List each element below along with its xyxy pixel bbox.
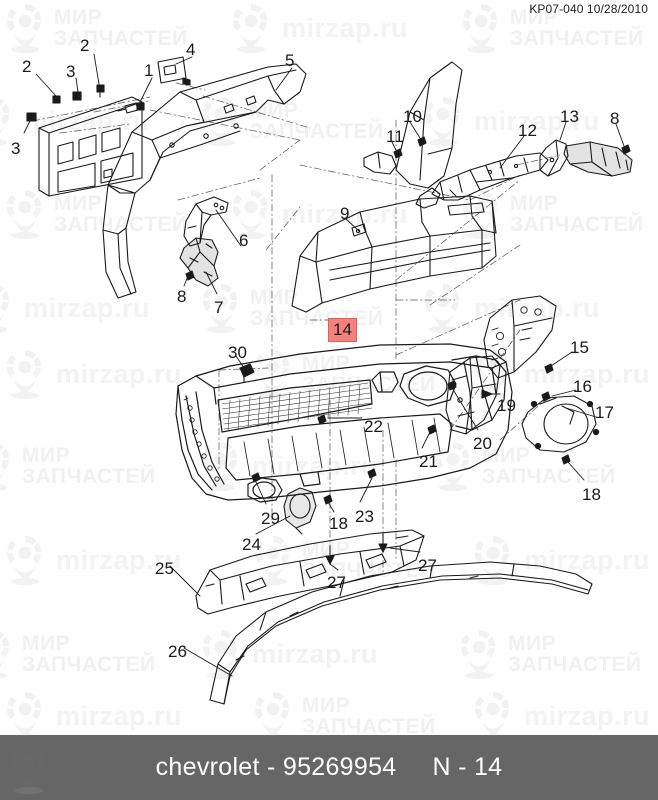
part-19-side-support <box>445 355 501 435</box>
callout-number: 13 <box>560 107 579 126</box>
callout-number: 18 <box>582 485 601 504</box>
part-22-fastener <box>317 414 327 425</box>
footer-watermark <box>6 743 52 795</box>
part-27-marker-left <box>325 545 335 565</box>
part-1-fastener <box>136 102 145 111</box>
callout-number: 27 <box>327 573 346 592</box>
callout-number: 19 <box>497 396 516 415</box>
part-3-fastener-mid <box>72 91 82 101</box>
callout-number: 23 <box>355 507 374 526</box>
part-1-bracket-panel <box>38 96 143 197</box>
callout-number: 21 <box>419 452 438 471</box>
callout-number: 29 <box>261 509 280 528</box>
part-19-arrow-marker <box>481 389 493 399</box>
part-12-left-tip <box>415 187 441 209</box>
callout-number: 8 <box>177 287 187 306</box>
callout-number: 22 <box>364 417 383 436</box>
part-5-left-extension <box>102 184 137 299</box>
part-3-fastener-left <box>26 112 37 122</box>
part-2-fastener-upper <box>96 84 105 98</box>
part-29-fastener <box>251 472 261 483</box>
callout-number: 2 <box>80 36 90 55</box>
part-10-fastener <box>417 136 427 147</box>
part-13-side-bracket <box>539 139 569 177</box>
callout-number: 30 <box>228 343 247 362</box>
callout-number: 5 <box>285 51 295 70</box>
callout-number: 17 <box>595 403 614 422</box>
callout-number: 18 <box>329 514 348 533</box>
part-10-fender-panel <box>395 61 463 189</box>
footer-page-number: N - 14 <box>432 753 503 781</box>
part-12-side-rail <box>431 152 549 201</box>
part-24-deflector <box>283 487 317 535</box>
callout-number: 16 <box>573 377 592 396</box>
callout-number: 20 <box>473 434 492 453</box>
part-9-reinforcement-beam <box>291 195 497 313</box>
callout-number: 15 <box>570 338 589 357</box>
drawing-code-label: KP07-040 10/28/2010 <box>529 2 648 16</box>
part-20-fastener <box>447 380 457 391</box>
callout-number: 2 <box>22 57 32 76</box>
part-6-bracket <box>183 196 229 247</box>
part-26-air-dam <box>209 561 593 705</box>
footer-part-number: chevrolet - 95269954 <box>155 753 397 781</box>
footer-caption: chevrolet - 95269954 N - 14 <box>156 753 503 782</box>
part-11-fastener <box>393 148 403 159</box>
callout-number: 9 <box>340 204 350 223</box>
part-15-side-bracket <box>483 295 557 379</box>
part-14-front-bumper-cover <box>175 343 513 503</box>
part-30-clip <box>239 363 255 383</box>
part-8-right-bracket <box>563 141 633 177</box>
part-7-bracket <box>179 237 219 287</box>
exploded-parts-drawing <box>23 53 633 705</box>
part-2-fastener-left <box>52 95 61 104</box>
callout-number: 27 <box>418 556 437 575</box>
part-4-clip <box>157 56 191 86</box>
callout-number: 6 <box>239 231 249 250</box>
callout-number: 7 <box>214 298 224 317</box>
callout-number: 4 <box>186 40 196 59</box>
callout-number: 24 <box>242 535 261 554</box>
callout-number: 26 <box>168 642 187 661</box>
callout-number: 3 <box>66 62 76 81</box>
part-23-fastener <box>367 468 377 479</box>
part-8-right-fastener <box>621 144 631 155</box>
callout-number: 3 <box>11 139 21 158</box>
brand-logo-icon <box>6 743 52 795</box>
callout-number: 11 <box>386 127 404 146</box>
construction-lines <box>32 82 561 576</box>
callout-number: 25 <box>155 559 174 578</box>
part-17-fog-lamp-bezel <box>521 395 600 453</box>
footer-bar: chevrolet - 95269954 N - 14 <box>0 735 658 800</box>
callout-number: 1 <box>144 61 154 80</box>
part-27-marker-right <box>378 533 388 553</box>
part-5-upper-rail <box>107 63 307 194</box>
callout-number: 12 <box>518 121 537 140</box>
callout-number: 8 <box>610 109 620 128</box>
leader-lines <box>23 53 625 677</box>
callout-number-highlighted: 14 <box>328 318 357 342</box>
part-11-bracket <box>363 151 397 175</box>
part-18-fastener-center <box>323 494 333 505</box>
callout-number: 10 <box>403 107 422 126</box>
part-25-lower-valance <box>195 529 425 615</box>
